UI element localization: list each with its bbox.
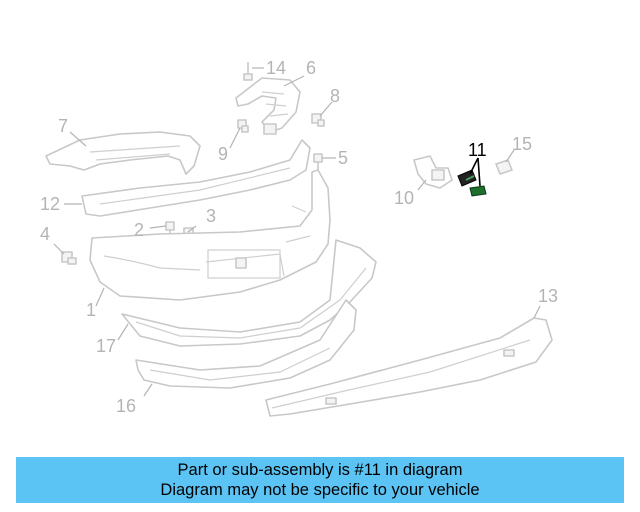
- callout-1: 1: [86, 300, 96, 320]
- part-12-absorber[interactable]: [81, 139, 311, 217]
- part-17-valance[interactable]: [121, 239, 377, 347]
- part-1-bumper-cover[interactable]: [89, 169, 331, 301]
- callout-9: 9: [218, 144, 228, 164]
- part-5-bolt[interactable]: [313, 153, 323, 170]
- callout-8: 8: [330, 86, 340, 106]
- parts-diagram: 1 2 3 4 5 6 7 8 9 10 11 12 13 14 15 16 1…: [40, 58, 558, 417]
- callout-6: 6: [306, 58, 316, 78]
- callout-14: 14: [266, 58, 286, 78]
- part-14-bolt[interactable]: [243, 62, 253, 81]
- info-banner: Part or sub-assembly is #11 in diagram D…: [16, 457, 624, 503]
- callout-11: 11: [468, 140, 487, 160]
- part-16-lower-trim[interactable]: [135, 299, 357, 389]
- part-7-bracket[interactable]: [45, 131, 201, 175]
- callout-4: 4: [40, 224, 50, 244]
- callout-3: 3: [206, 206, 216, 226]
- callout-17: 17: [96, 336, 116, 356]
- part-10-bracket[interactable]: [413, 155, 453, 189]
- banner-line-part: Part or sub-assembly is #11 in diagram: [177, 461, 463, 479]
- callout-13: 13: [538, 286, 558, 306]
- part-11-fastener[interactable]: [457, 169, 487, 197]
- part-4-nut[interactable]: [61, 251, 77, 265]
- callout-16: 16: [116, 396, 136, 416]
- callout-5: 5: [338, 148, 348, 168]
- banner-line-disclaimer: Diagram may not be specific to your vehi…: [160, 481, 480, 499]
- callout-7: 7: [58, 116, 68, 136]
- part-15-clip[interactable]: [495, 159, 513, 175]
- callout-12: 12: [40, 194, 60, 214]
- callout-15: 15: [512, 134, 532, 154]
- callout-2: 2: [134, 220, 144, 240]
- part-13-impact-bar[interactable]: [265, 317, 553, 417]
- part-8-nut[interactable]: [311, 113, 325, 127]
- callout-10: 10: [394, 188, 414, 208]
- part-9-nut[interactable]: [237, 119, 249, 133]
